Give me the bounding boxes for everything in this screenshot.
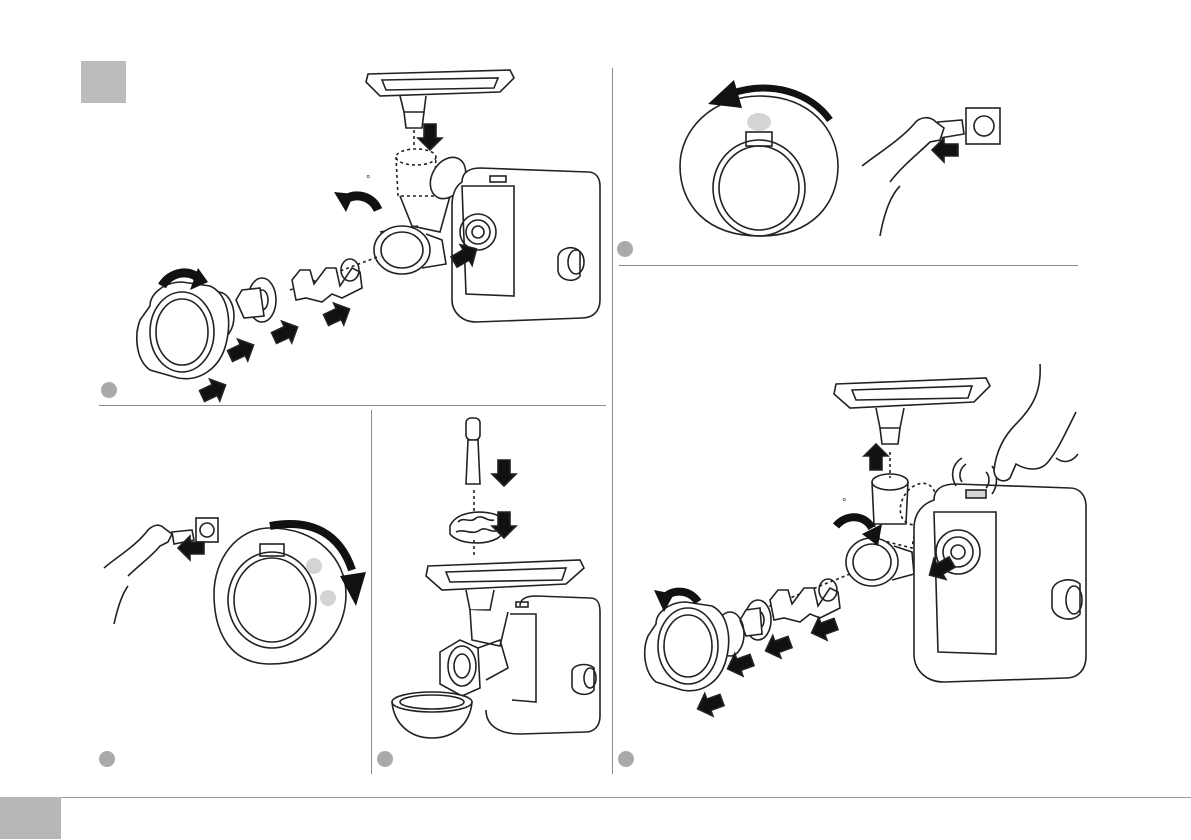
cutting-blade (236, 278, 276, 322)
push-arrow-icon (864, 444, 888, 470)
bowl (392, 692, 472, 738)
push-arrow-icon (693, 689, 726, 720)
hand-icon (994, 364, 1078, 481)
panel-disassemble: ° (645, 364, 1086, 720)
power-plug-icon (938, 108, 1000, 144)
ring-closeup (680, 96, 838, 236)
svg-text:°: ° (366, 174, 370, 186)
push-arrow-icon (723, 649, 756, 680)
page-footer (0, 797, 1191, 840)
feeding-tray (366, 70, 514, 128)
ring-nut (137, 282, 229, 379)
svg-text:°: ° (842, 497, 846, 509)
power-plug-icon (172, 518, 218, 544)
push-arrow-icon (807, 613, 840, 644)
screw-auger (770, 579, 840, 622)
feeding-tray (834, 378, 990, 444)
push-arrow-icon (269, 316, 303, 349)
screw-auger (292, 259, 362, 302)
panel-lock-plug (680, 80, 1000, 236)
hand-icon (104, 525, 172, 624)
motor-body (914, 484, 1086, 682)
panel-feed-meat (392, 418, 600, 738)
panel-assemble: ° (137, 70, 600, 407)
ring-closeup (214, 528, 346, 664)
ring-nut (645, 602, 729, 691)
panel-plug-switch (104, 518, 366, 664)
rotate-arrow-icon (334, 192, 378, 212)
push-arrow-icon (321, 298, 355, 331)
hand-icon (862, 118, 944, 236)
push-arrow-icon (197, 374, 231, 407)
meat-grinder-icon (440, 596, 600, 734)
food-pusher (466, 418, 480, 484)
motor-body (452, 168, 600, 322)
footer-tab (0, 797, 61, 839)
push-arrow-icon (492, 460, 516, 486)
push-arrow-icon (225, 334, 259, 367)
